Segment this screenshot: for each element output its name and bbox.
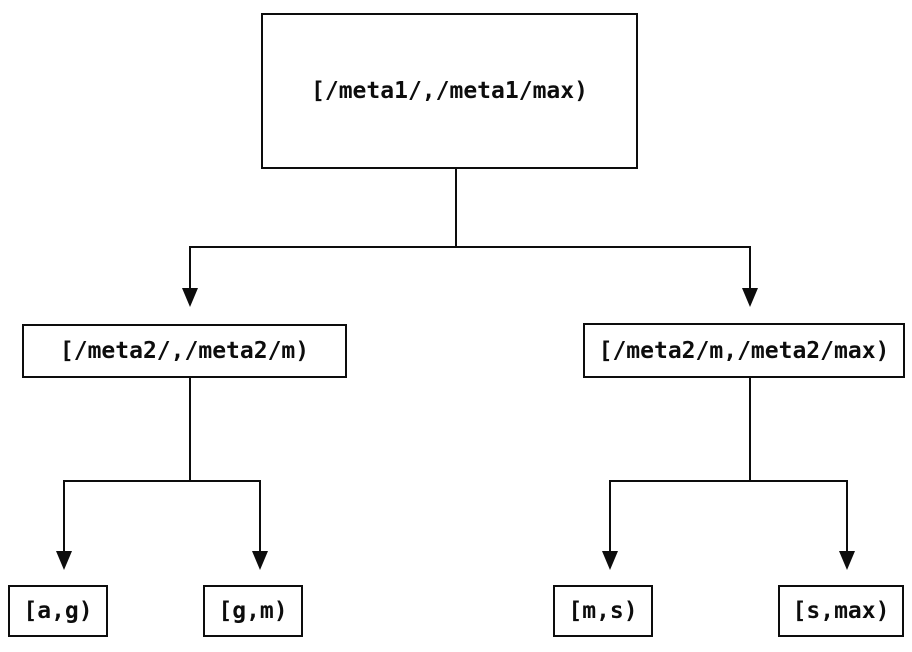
arrowhead-to-meta2-low xyxy=(182,288,198,307)
node-meta2-high-range: [/meta2/m,/meta2/max) xyxy=(583,323,905,378)
node-leaf-ag-range: [a,g) xyxy=(8,585,108,637)
node-root-range: [/meta1/,/meta1/max) xyxy=(261,13,638,169)
node-meta2-low-range: [/meta2/,/meta2/m) xyxy=(22,324,347,378)
arrowhead-to-leaf-gm xyxy=(252,551,268,570)
node-leaf-ms-range: [m,s) xyxy=(553,585,653,637)
arrowhead-to-meta2-high xyxy=(742,288,758,307)
arrowhead-to-leaf-smax xyxy=(839,551,855,570)
node-leaf-gm-range: [g,m) xyxy=(203,585,303,637)
node-leaf-smax-range: [s,max) xyxy=(778,585,904,637)
arrowhead-to-leaf-ag xyxy=(56,551,72,570)
arrowhead-to-leaf-ms xyxy=(602,551,618,570)
